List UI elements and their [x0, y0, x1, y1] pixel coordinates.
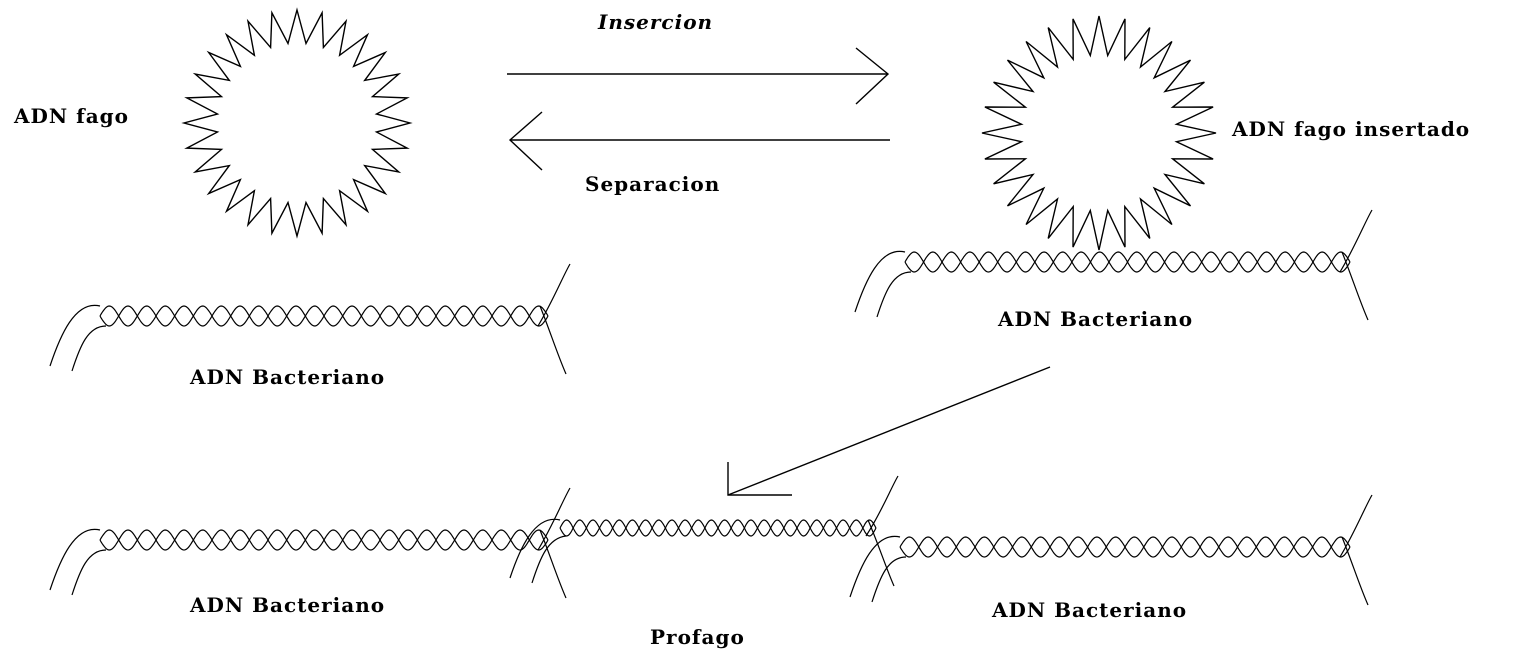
integration-arrow — [727, 366, 1051, 496]
bacterial-dna-helix-bottom-right — [849, 494, 1373, 606]
bacterial-dna-helix-bottom-left — [49, 487, 571, 599]
bacterial-dna-helix-top-right — [854, 209, 1373, 321]
phage-dna-circle — [181, 7, 413, 239]
insertion-arrow — [507, 47, 890, 105]
inserted-phage-dna-circle — [981, 15, 1217, 251]
separation-arrow — [508, 111, 890, 171]
insertion-label: Insercion — [598, 10, 714, 34]
separation-label: Separacion — [585, 172, 721, 196]
prophage-helix — [509, 475, 899, 587]
bacterial-dna-label-left: ADN Bacteriano — [190, 365, 386, 389]
bacterial-dna-helix-left — [49, 263, 571, 375]
inserted-phage-dna-label: ADN fago insertado — [1232, 117, 1471, 141]
bacterial-dna-label-bottom-right: ADN Bacteriano — [992, 598, 1188, 622]
bacterial-dna-label-bottom-left: ADN Bacteriano — [190, 593, 386, 617]
phage-dna-label: ADN fago — [14, 104, 129, 128]
bacterial-dna-label-top-right: ADN Bacteriano — [998, 307, 1194, 331]
prophage-label: Profago — [650, 625, 745, 649]
